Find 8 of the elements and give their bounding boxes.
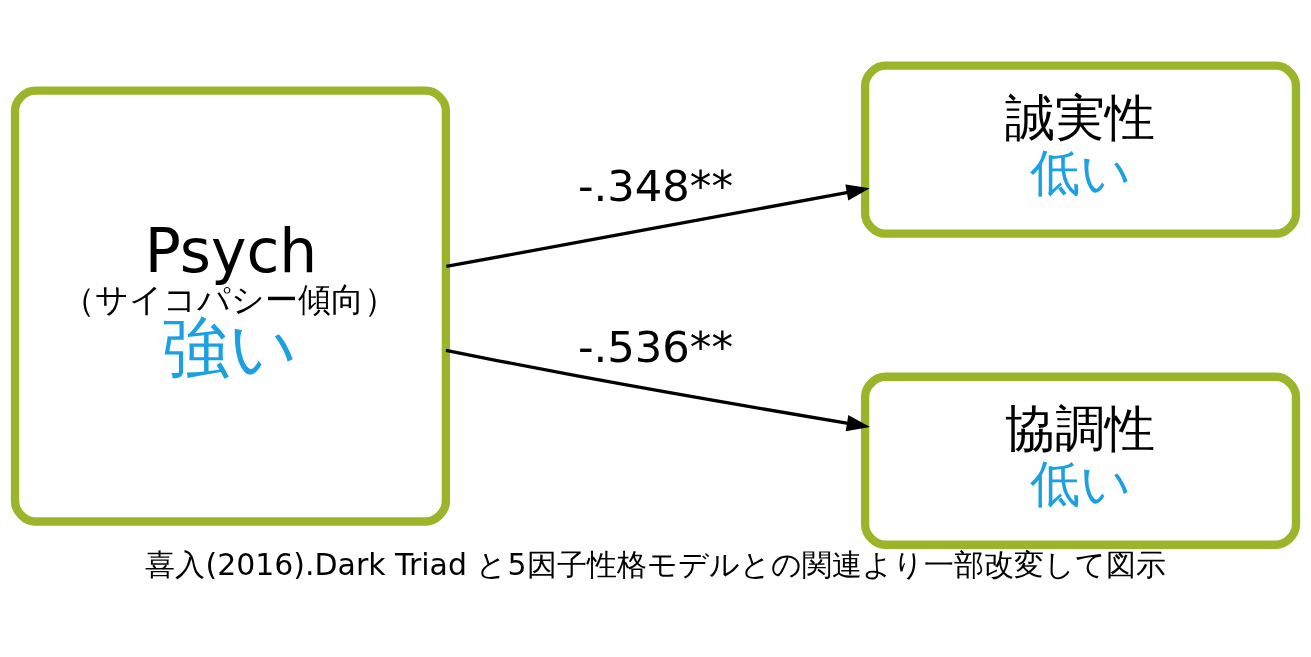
edge-label: -.536** (577, 322, 734, 373)
edge-label: -.348** (577, 160, 734, 211)
caption: 喜入(2016).Dark Triad と5因子性格モデルとの関連より一部改変して図示 (145, 547, 1166, 583)
arrow (446, 184, 870, 269)
node-box: 協調性 低い (860, 372, 1301, 549)
node-box: Psych （サイコパシー傾向） 強い (10, 86, 451, 526)
node-box: 誠実性 低い (860, 61, 1301, 238)
arrow (445, 348, 871, 432)
